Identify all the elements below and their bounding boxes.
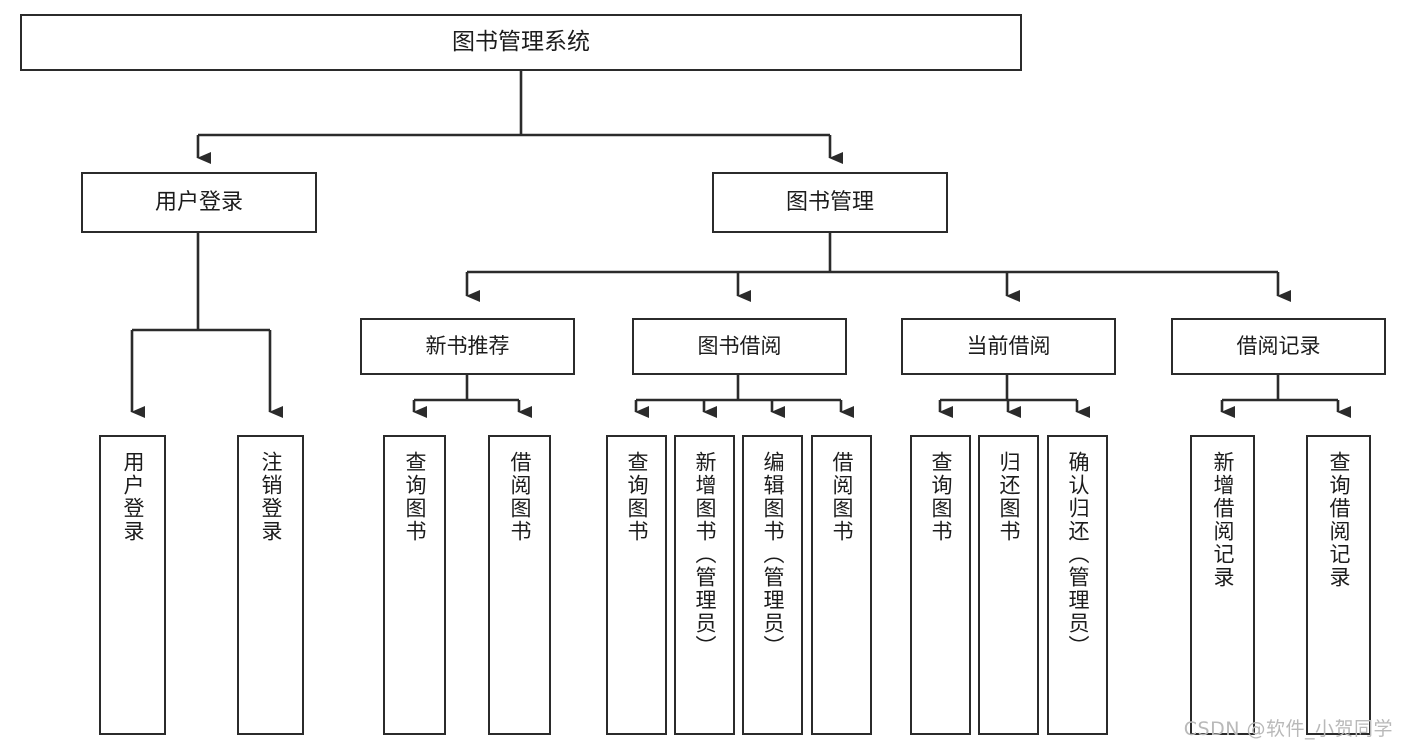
node-label: 查询图书 xyxy=(625,451,649,543)
leaf-borrow-query-book[interactable]: 查询图书 xyxy=(606,435,667,735)
node-label: 借阅图书 xyxy=(508,451,532,543)
node-new-book-recommend[interactable]: 新书推荐 xyxy=(360,318,575,375)
node-borrow-record[interactable]: 借阅记录 xyxy=(1171,318,1386,375)
node-current-borrow[interactable]: 当前借阅 xyxy=(901,318,1116,375)
leaf-new-book-query[interactable]: 查询图书 xyxy=(383,435,446,735)
node-label: 用户登录 xyxy=(121,451,145,543)
node-book-management[interactable]: 图书管理 xyxy=(712,172,948,233)
node-label: 查询图书 xyxy=(403,451,427,543)
node-label: 查询图书 xyxy=(929,451,953,543)
node-label: 编辑图书（管理员） xyxy=(761,451,785,658)
leaf-user-login-logout[interactable]: 注销登录 xyxy=(237,435,304,735)
node-book-borrow[interactable]: 图书借阅 xyxy=(632,318,847,375)
leaf-borrow-add-book-admin[interactable]: 新增图书（管理员） xyxy=(674,435,735,735)
leaf-user-login-login[interactable]: 用户登录 xyxy=(99,435,166,735)
node-label: 图书管理 xyxy=(785,189,874,215)
leaf-current-query-book[interactable]: 查询图书 xyxy=(910,435,971,735)
node-label: 图书管理系统 xyxy=(452,29,590,56)
node-label: 注销登录 xyxy=(259,451,283,543)
node-user-login[interactable]: 用户登录 xyxy=(81,172,317,233)
node-book-management-system[interactable]: 图书管理系统 xyxy=(20,14,1022,71)
leaf-borrow-edit-book-admin[interactable]: 编辑图书（管理员） xyxy=(742,435,803,735)
leaf-current-return-book[interactable]: 归还图书 xyxy=(978,435,1039,735)
node-label: 归还图书 xyxy=(997,451,1021,543)
node-label: 新增借阅记录 xyxy=(1211,451,1235,589)
leaf-new-book-borrow[interactable]: 借阅图书 xyxy=(488,435,551,735)
node-label: 新增图书（管理员） xyxy=(693,451,717,658)
leaf-record-query-record[interactable]: 查询借阅记录 xyxy=(1306,435,1371,735)
node-label: 确认归还（管理员） xyxy=(1066,451,1090,658)
node-label: 查询借阅记录 xyxy=(1327,451,1351,589)
node-label: 借阅图书 xyxy=(830,451,854,543)
leaf-borrow-borrow-book[interactable]: 借阅图书 xyxy=(811,435,872,735)
node-label: 图书借阅 xyxy=(697,334,782,359)
leaf-record-add-record[interactable]: 新增借阅记录 xyxy=(1190,435,1255,735)
node-label: 当前借阅 xyxy=(966,334,1051,359)
node-label: 用户登录 xyxy=(154,189,243,215)
csdn-watermark: CSDN @软件_小贺同学 xyxy=(1183,718,1393,740)
leaf-current-confirm-return-admin[interactable]: 确认归还（管理员） xyxy=(1047,435,1108,735)
node-label: 借阅记录 xyxy=(1236,334,1321,359)
node-label: 新书推荐 xyxy=(425,334,510,359)
